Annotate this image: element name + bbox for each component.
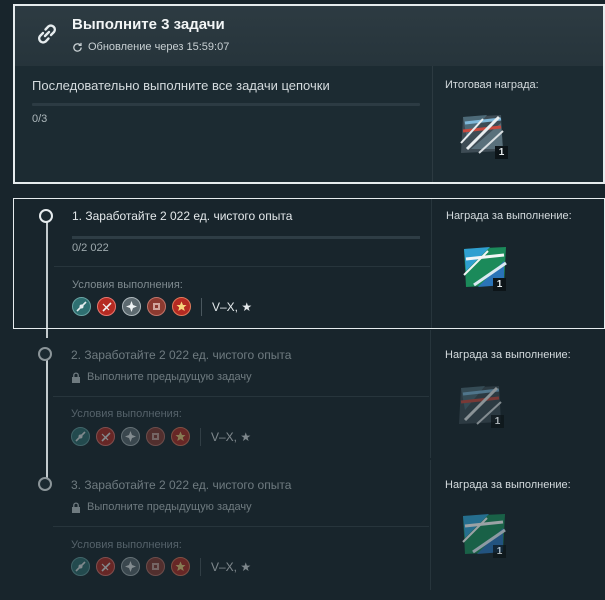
separator: [200, 427, 201, 446]
task-2-reward-camouflage-icon[interactable]: [455, 380, 505, 430]
aircraft-carrier-icon: [171, 427, 190, 446]
task-title: 1. Заработайте 2 022 ед. чистого опыта: [72, 209, 293, 223]
conditions-label: Условия выполнения:: [71, 408, 182, 420]
locked-text: Выполните предыдущую задачу: [87, 371, 252, 383]
task-1-body: [14, 199, 432, 328]
separator: [200, 557, 201, 576]
cruiser-icon: [121, 557, 140, 576]
final-reward-count: 1: [495, 146, 508, 159]
task-reward-count: 1: [491, 415, 504, 428]
task-reward-label: Награда за выполнение:: [446, 210, 572, 222]
tier-text: V–X, ★: [212, 299, 253, 314]
tier-text: V–X, ★: [211, 559, 252, 574]
task-status-circle-icon: [38, 477, 52, 491]
task-3-reward-camouflage-icon[interactable]: [459, 510, 509, 560]
task-card-1[interactable]: 1. Заработайте 2 022 ед. чистого опыта 0…: [13, 198, 605, 329]
cruiser-icon: [121, 427, 140, 446]
submarine-icon[interactable]: [72, 297, 91, 316]
destroyer-icon[interactable]: [97, 297, 116, 316]
task-title: 2. Заработайте 2 022 ед. чистого опыта: [71, 348, 292, 362]
battleship-icon[interactable]: [147, 297, 166, 316]
task-reward-label: Награда за выполнение:: [445, 479, 571, 491]
task-1-reward-camouflage-icon[interactable]: [460, 243, 510, 293]
chain-link-icon: [38, 24, 56, 44]
task-card-3[interactable]: 3. Заработайте 2 022 ед. чистого опыта В…: [13, 460, 605, 590]
locked-row: Выполните предыдущую задачу: [71, 501, 252, 513]
task-reward-count: 1: [493, 545, 506, 558]
battleship-icon: [146, 427, 165, 446]
refresh-timer: Обновление через 15:59:07: [72, 41, 229, 53]
submarine-icon: [71, 557, 90, 576]
locked-row: Выполните предыдущую задачу: [71, 371, 252, 383]
divider: [53, 526, 429, 527]
task-status-circle-icon: [38, 347, 52, 361]
aircraft-carrier-icon[interactable]: [172, 297, 191, 316]
destroyer-icon: [96, 427, 115, 446]
task-progress-text: 0/2 022: [72, 242, 109, 254]
task-reward-count: 1: [493, 278, 506, 291]
refresh-icon: [73, 42, 82, 52]
task-title: 3. Заработайте 2 022 ед. чистого опыта: [71, 478, 292, 492]
combat-mission-header: Выполните 3 задачи Обновление через 15:5…: [13, 4, 605, 184]
mission-progress-bar: [32, 103, 420, 106]
lock-icon: [72, 501, 80, 513]
refresh-text: Обновление через 15:59:07: [88, 41, 230, 53]
lock-icon: [72, 371, 80, 383]
final-reward-camouflage-icon[interactable]: [457, 109, 507, 159]
ship-class-row: V–X, ★: [71, 557, 251, 576]
ship-class-row: V–X, ★: [72, 297, 252, 316]
task-status-circle-icon: [39, 209, 53, 223]
submarine-icon: [71, 427, 90, 446]
divider: [54, 266, 430, 267]
tier-text: V–X, ★: [211, 429, 252, 444]
conditions-label: Условия выполнения:: [71, 539, 182, 551]
task-reward-label: Награда за выполнение:: [445, 349, 571, 361]
separator: [201, 297, 202, 316]
aircraft-carrier-icon: [171, 557, 190, 576]
battleship-icon: [146, 557, 165, 576]
header-bar: Выполните 3 задачи Обновление через 15:5…: [15, 6, 603, 66]
task-progress-bar: [72, 236, 420, 239]
divider: [53, 396, 429, 397]
mission-description: Последовательно выполните все задачи цеп…: [32, 78, 330, 93]
chain-connector: [46, 360, 48, 480]
conditions-label: Условия выполнения:: [72, 279, 183, 291]
mission-progress-text: 0/3: [32, 113, 48, 125]
destroyer-icon: [96, 557, 115, 576]
chain-connector: [46, 216, 48, 338]
task-3-body: [13, 460, 431, 590]
task-card-2[interactable]: 2. Заработайте 2 022 ед. чистого опыта В…: [13, 330, 605, 458]
ship-class-row: V–X, ★: [71, 427, 251, 446]
task-2-body: [13, 330, 431, 458]
locked-text: Выполните предыдущую задачу: [87, 501, 252, 513]
final-reward-label: Итоговая награда:: [445, 79, 539, 91]
cruiser-icon[interactable]: [122, 297, 141, 316]
mission-title: Выполните 3 задачи: [72, 16, 225, 33]
header-body: Последовательно выполните все задачи цеп…: [15, 66, 433, 182]
